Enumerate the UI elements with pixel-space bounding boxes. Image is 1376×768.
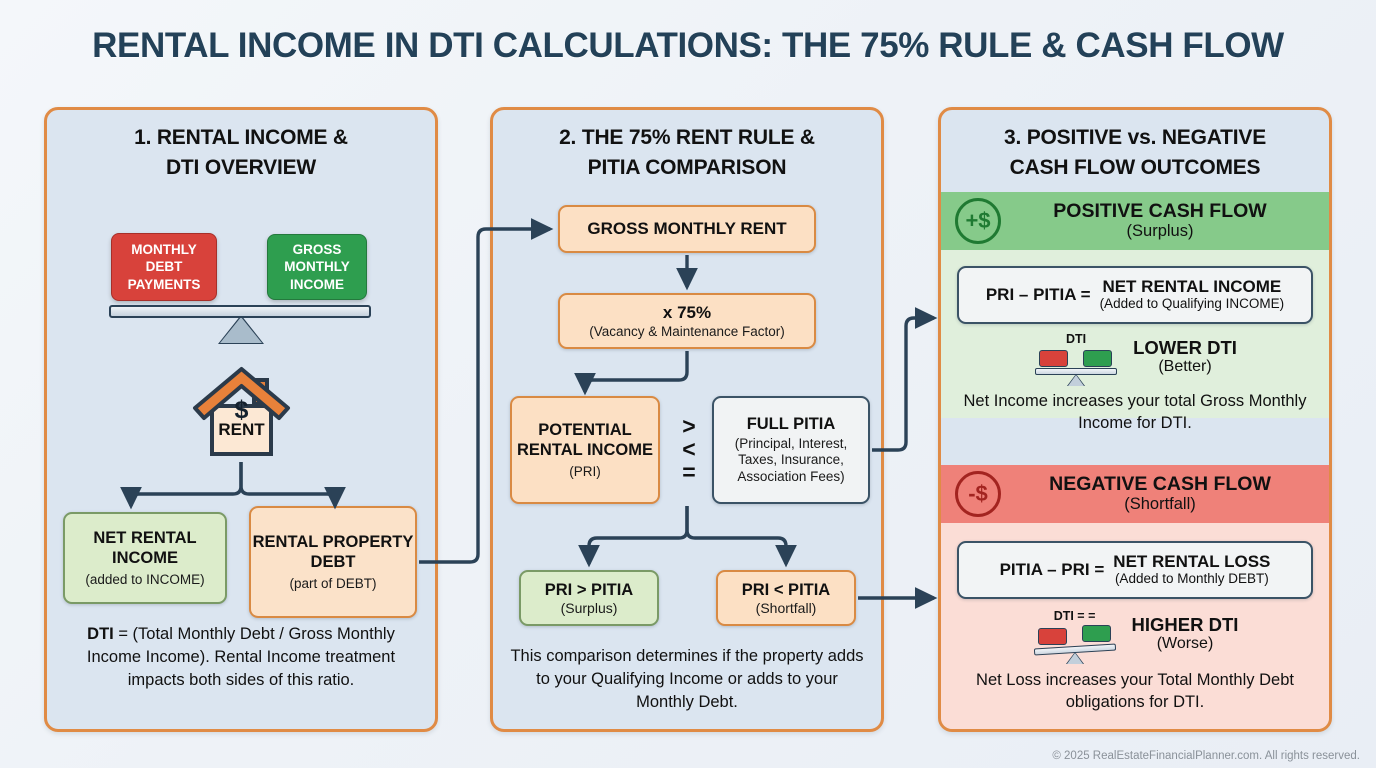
svg-text:$: $ [235,396,249,424]
positive-formula-box: PRI – PITIA = NET RENTAL INCOME (Added t… [957,266,1313,324]
scale-income-block [1083,350,1113,367]
net-rental-income-box: NET RENTAL INCOME (added to INCOME) [63,512,227,604]
house-dollar-icon: $ RENT [184,362,299,462]
positive-cash-flow-body: PRI – PITIA = NET RENTAL INCOME (Added t… [941,250,1329,432]
plus-dollar-coin-icon: +$ [955,198,1001,244]
dti-scale-icon-lower: DTI [1033,332,1119,386]
dti-scale-icon-higher: DTI = = [1032,609,1118,664]
higher-dti-row: DTI = = HIGHER DTI (Worse) [941,609,1329,664]
higher-dti-label: HIGHER DTI [1131,613,1239,635]
scale-beam [109,305,371,318]
comparison-operators: > < = [682,413,696,485]
negative-formula-box: PITIA – PRI = NET RENTAL LOSS (Added to … [957,541,1313,599]
copyright-footer: © 2025 RealEstateFinancialPlanner.com. A… [1052,750,1360,762]
higher-dti-sub: (Worse) [1156,635,1214,653]
scale-debt-block [1037,628,1067,645]
scale-fulcrum-small [1066,653,1083,664]
lower-dti-sub: (Better) [1158,358,1212,376]
negative-band-title: NEGATIVE CASH FLOW [1049,472,1271,495]
gross-monthly-rent-box: GROSS MONTHLY RENT [558,205,816,253]
positive-note: Net Income increases your total Gross Mo… [963,392,1307,433]
pri-greater-than-pitia-box: PRI > PITIA (Surplus) [519,570,659,626]
scale-fulcrum-icon [220,317,262,343]
scale-income-block [1081,625,1111,642]
positive-band-title: POSITIVE CASH FLOW [1053,199,1267,222]
full-pitia-box: FULL PITIA (Principal, Interest, Taxes, … [712,396,870,504]
panel2-footnote: This comparison determines if the proper… [510,647,864,711]
house-rent-label: RENT [218,420,265,439]
potential-rental-income-box: POTENTIAL RENTAL INCOME (PRI) [510,396,660,504]
scale-debt-block [1039,350,1069,367]
negative-band-sub: (Shortfall) [1124,495,1196,514]
negative-cash-flow-body: PITIA – PRI = NET RENTAL LOSS (Added to … [941,523,1329,729]
positive-cash-flow-band: +$ POSITIVE CASH FLOW (Surplus) [941,192,1329,250]
scale-fulcrum-small [1068,375,1085,386]
negative-cash-flow-band: -$ NEGATIVE CASH FLOW (Shortfall) [941,465,1329,523]
monthly-debt-payments-box: MONTHLY DEBT PAYMENTS [111,233,217,301]
gross-monthly-income-box: GROSS MONTHLY INCOME [267,234,367,300]
pri-less-than-pitia-box: PRI < PITIA (Shortfall) [716,570,856,626]
seventy-five-percent-factor-box: x 75% (Vacancy & Maintenance Factor) [558,293,816,349]
rental-property-debt-box: RENTAL PROPERTY DEBT (part of DEBT) [249,506,417,618]
panel-cash-flow-outcomes: 3. POSITIVE vs. NEGATIVE CASH FLOW OUTCO… [938,107,1332,732]
minus-dollar-coin-icon: -$ [955,471,1001,517]
panel1-heading: 1. RENTAL INCOME & DTI OVERVIEW [134,126,348,179]
panel1-footnote: DTI = (Total Monthly Debt / Gross Monthl… [86,625,396,689]
lower-dti-label: LOWER DTI [1133,336,1237,358]
panel2-heading: 2. THE 75% RENT RULE & PITIA COMPARISON [559,126,815,179]
page-title: RENTAL INCOME IN DTI CALCULATIONS: THE 7… [92,26,1284,65]
positive-band-sub: (Surplus) [1126,222,1194,241]
negative-note: Net Loss increases your Total Monthly De… [976,671,1294,712]
panel3-heading: 3. POSITIVE vs. NEGATIVE CASH FLOW OUTCO… [1003,126,1267,179]
lower-dti-row: DTI LOWER DTI (Better) [941,332,1329,386]
